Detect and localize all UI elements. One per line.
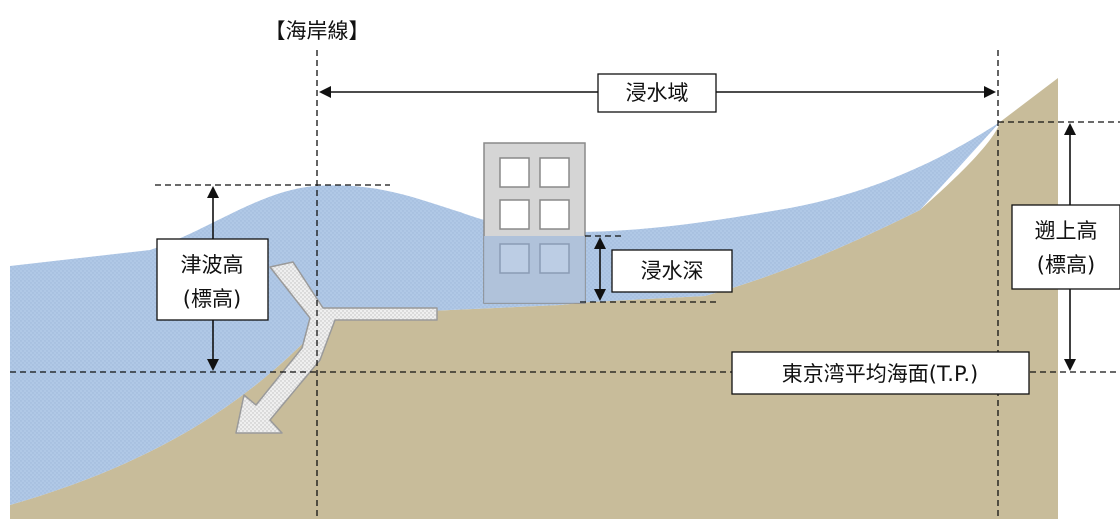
- inundation-area-label: 浸水域: [626, 81, 689, 105]
- runup-height-sublabel: (標高): [1037, 253, 1095, 277]
- runup-height-label: 遡上高: [1035, 219, 1098, 243]
- tsunami-height-sublabel: (標高): [183, 287, 241, 311]
- inundation-water: [10, 122, 1000, 505]
- coastline-label: 【海岸線】: [265, 19, 370, 43]
- backflow-arrow: [235, 261, 438, 434]
- mean-sea-level-label: 東京湾平均海面(T.P.): [782, 362, 978, 386]
- tsunami-height-label: 津波高: [181, 253, 244, 277]
- building: [483, 142, 586, 304]
- inundation-depth-label: 浸水深: [641, 259, 704, 283]
- label-boxes: [156, 73, 1120, 395]
